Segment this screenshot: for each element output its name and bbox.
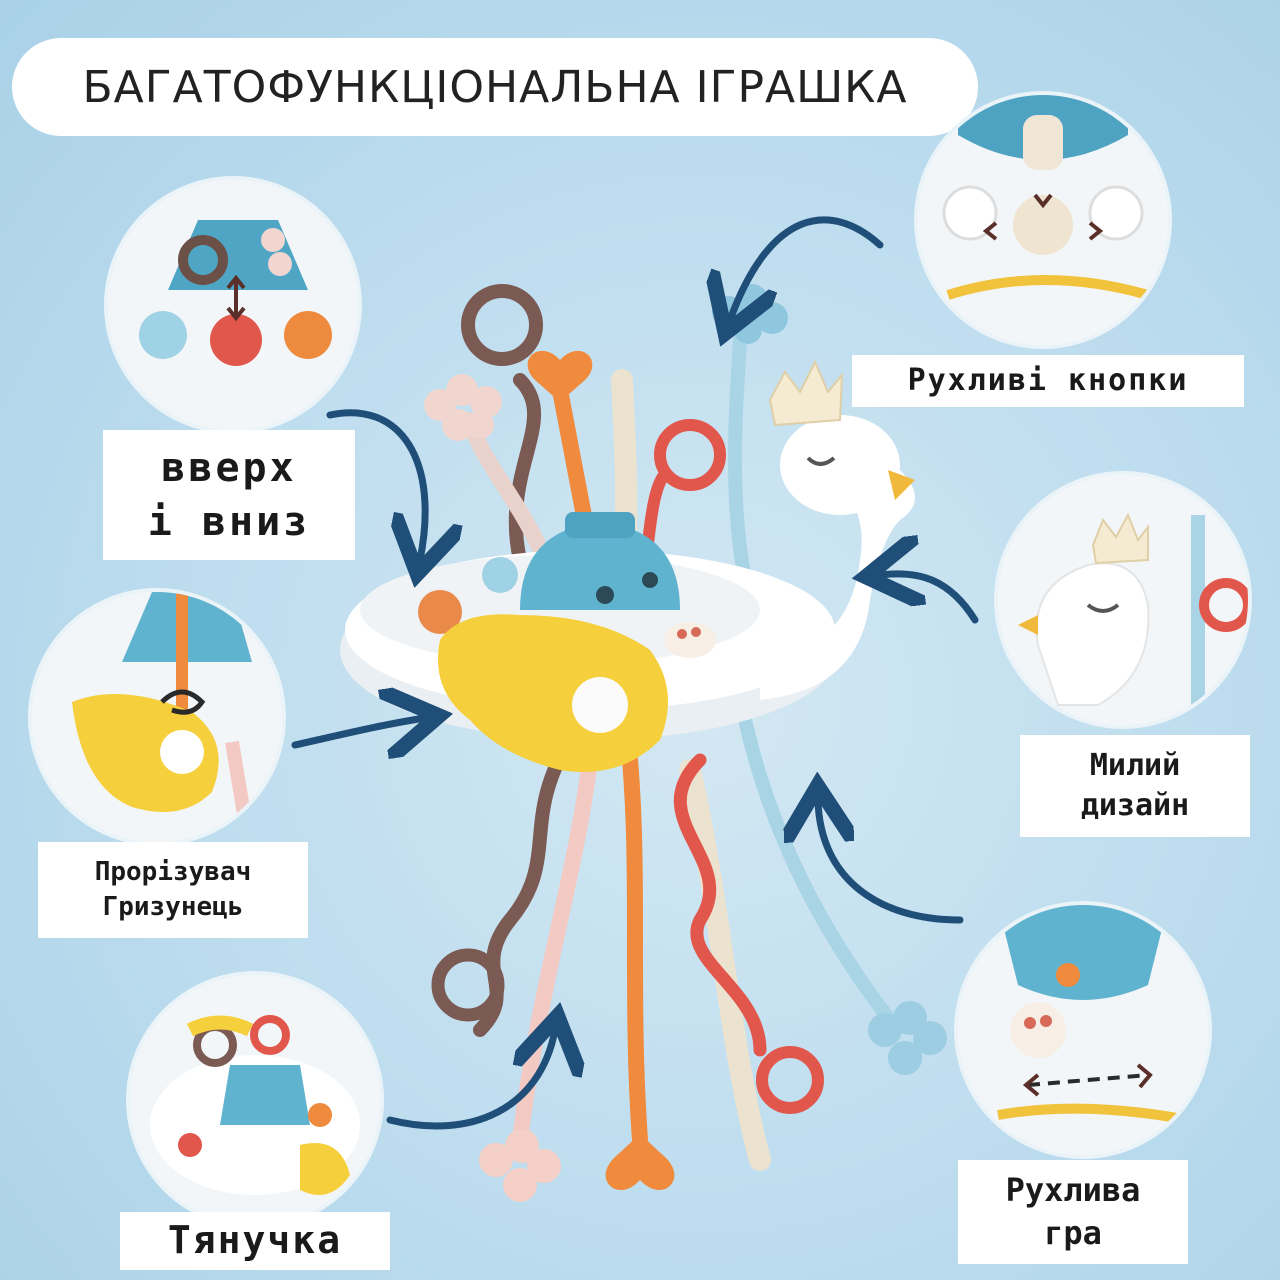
swan-head-icon bbox=[780, 415, 900, 515]
brown-ring bbox=[461, 284, 543, 366]
pink-lower-flower-icon bbox=[479, 1129, 561, 1202]
blue-lower-flower-icon bbox=[868, 1001, 947, 1075]
label-teether: Прорізувач Гризунець bbox=[38, 842, 308, 938]
swan-beak-icon bbox=[888, 470, 915, 500]
label-pull-toy: Тянучка bbox=[120, 1212, 390, 1270]
brown-ring-string bbox=[508, 373, 542, 567]
swan-crown-icon bbox=[1091, 512, 1149, 565]
label-moving-play: Рухлива гра bbox=[958, 1160, 1188, 1264]
arrow-icon-play bbox=[818, 800, 964, 924]
pink-lower-string bbox=[512, 752, 598, 1148]
arrow-icon-top-right bbox=[730, 216, 884, 320]
pink-flower-icon bbox=[424, 374, 502, 441]
page-title: БАГАТОФУНКЦІОНАЛЬНА ІГРАШКА bbox=[82, 61, 908, 113]
title-banner: БАГАТОФУНКЦІОНАЛЬНА ІГРАШКА bbox=[12, 38, 978, 136]
blue-button-icon bbox=[482, 557, 518, 593]
blue-button-icon bbox=[139, 311, 187, 359]
detail-circle-pull bbox=[130, 975, 380, 1225]
orange-lower-heart-icon bbox=[605, 1134, 675, 1190]
wing-button-icon bbox=[572, 677, 628, 733]
wing-button-icon bbox=[160, 730, 204, 774]
brown-lower-ring bbox=[431, 948, 505, 1022]
egg-button-icon bbox=[664, 622, 716, 658]
detail-circle-buttons bbox=[918, 95, 1168, 345]
blue-lower-string bbox=[738, 713, 897, 1027]
dome-hole-icon bbox=[596, 586, 614, 604]
dome-hole-icon-2 bbox=[642, 572, 658, 588]
swan-crown-icon bbox=[768, 359, 844, 427]
red-lower-ring bbox=[756, 1046, 824, 1114]
blue-flower-string bbox=[728, 333, 752, 587]
center-dome bbox=[520, 522, 680, 610]
arrow-icon-pull bbox=[386, 1030, 555, 1130]
egg-button-icon bbox=[1010, 1002, 1066, 1058]
detail-circle-play bbox=[958, 905, 1208, 1155]
detail-circle-teether bbox=[32, 592, 282, 842]
wing-icon bbox=[72, 694, 219, 812]
button-icon bbox=[1013, 195, 1073, 255]
label-up-down: вверх і вниз bbox=[103, 430, 355, 560]
arrow-icon-design bbox=[880, 574, 979, 624]
dome-top bbox=[565, 512, 635, 538]
orange-heart-icon bbox=[527, 350, 593, 402]
red-lower-string bbox=[673, 753, 767, 1057]
orange-button-icon bbox=[418, 590, 462, 634]
red-button-icon bbox=[210, 314, 262, 366]
wing-icon bbox=[300, 1143, 350, 1195]
orange-lower-string bbox=[622, 752, 648, 1148]
orange-button-icon bbox=[284, 311, 332, 359]
wing-icon bbox=[438, 614, 668, 772]
arrow-icon-teether bbox=[291, 718, 425, 745]
detail-circle-up-down bbox=[108, 180, 358, 430]
red-loop bbox=[654, 419, 726, 491]
label-moving-buttons: Рухливі кнопки bbox=[852, 355, 1244, 407]
swan-body bbox=[760, 450, 915, 700]
swan-eye-icon bbox=[806, 456, 836, 466]
detail-circle-design bbox=[998, 475, 1248, 725]
swan-head-icon bbox=[1035, 562, 1150, 706]
label-cute-design: Милий дизайн bbox=[1020, 735, 1250, 837]
